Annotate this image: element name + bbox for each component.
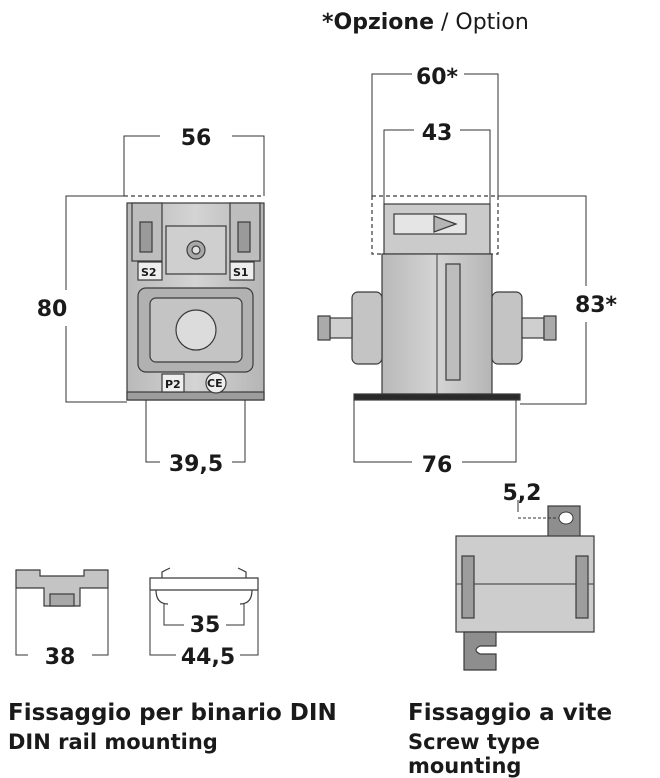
dimension-drawing: S2 S1 P2 CE 56 80 39,5 [15,65,618,671]
screw-bracket-bottom [463,631,497,671]
screw-mount-strip-right [575,555,589,619]
caption-screw-en: Screw type mounting [408,730,540,778]
dim-din-rail-outer: 44,5 [181,645,235,670]
dim-35-right [226,604,245,626]
option-note-bold: *Opzione [322,10,434,35]
dim-395-left [145,400,160,463]
side-view [317,195,557,401]
din-clip [15,569,109,607]
din-rail-top [149,577,259,590]
side-boss-left [351,291,383,365]
din-rail-hook-left [161,567,171,578]
din-rail-curl-left [155,589,169,605]
screw-hole [558,511,574,525]
side-clip [445,263,461,381]
dim-445-right [240,590,259,656]
marking-s2: S2 [141,266,157,279]
marking-s1-box [229,261,255,281]
dim-screw-hole: 5,2 [503,481,542,506]
side-nut-left [317,315,331,341]
marking-p2: P2 [165,378,181,391]
dim-445-left [149,590,176,656]
technical-drawing: *Opzione / Option [8,10,618,778]
dim-56-right [232,135,265,196]
din-clip-body [15,569,109,607]
marking-ce: CE [207,377,223,390]
marking-s1: S1 [233,266,249,279]
dim-60-left [371,73,412,196]
din-rail-hook-right [237,567,247,578]
front-terminal-left [139,221,153,253]
side-base-plate [353,393,521,401]
dim-395-right [232,400,246,463]
option-note: *Opzione / Option [322,10,529,35]
caption-screw-it: Fissaggio a vite [408,700,613,726]
screw-mount-strip-left [461,555,475,619]
din-rail-dims [149,590,259,656]
dim-83-bottom [520,322,587,405]
front-terminal-right [237,221,251,253]
dim-38-left [15,588,28,656]
front-window-hole [175,309,217,351]
dim-76-right [462,400,517,463]
option-note-rest: / Option [434,10,529,35]
dim-front-width: 56 [181,126,212,151]
dim-76-left [353,400,412,463]
front-view [124,195,265,401]
side-boss-right [491,291,523,365]
dim-60-right [464,73,499,196]
dim-35-left [163,604,184,626]
side-terminal-left [329,317,353,339]
dim-43-left [383,129,414,204]
marking-s2-box [137,261,163,281]
dim-83-top [498,195,587,286]
side-arrow-icon [433,215,458,233]
side-terminal-right [521,317,545,339]
dim-56-left [123,135,160,196]
screw-mount [455,505,595,671]
side-top-insert [393,213,467,235]
screw-dims [517,500,560,519]
din-clip-slot [49,593,75,607]
dim-side-window: 43 [422,121,453,146]
dim-din-clip-width: 38 [45,645,76,670]
front-base [126,391,265,401]
side-nut-right [543,315,557,341]
din-clip-dims [15,588,109,656]
front-dim-lines [65,135,265,463]
dim-front-height: 80 [37,297,68,322]
dim-front-base: 39,5 [169,452,223,477]
side-dim-lines [353,73,587,463]
dim-80-bottom [65,326,127,403]
dim-din-rail-inner: 35 [190,613,221,638]
caption-din-it: Fissaggio per binario DIN [8,700,337,726]
front-screw-center [191,245,201,255]
dim-side-width-option: 60* [416,65,459,90]
marking-p2-box [161,373,185,393]
dim-43-right [460,129,491,204]
dim-side-height-option: 83* [575,293,618,318]
dim-80-top [65,195,124,290]
din-rail-curl-right [239,589,253,605]
dim-side-length: 76 [422,453,453,478]
caption-din-en: DIN rail mounting [8,730,218,754]
din-rail [149,567,259,605]
marking-ce-circle [205,372,227,394]
dim-38-right [92,588,109,656]
